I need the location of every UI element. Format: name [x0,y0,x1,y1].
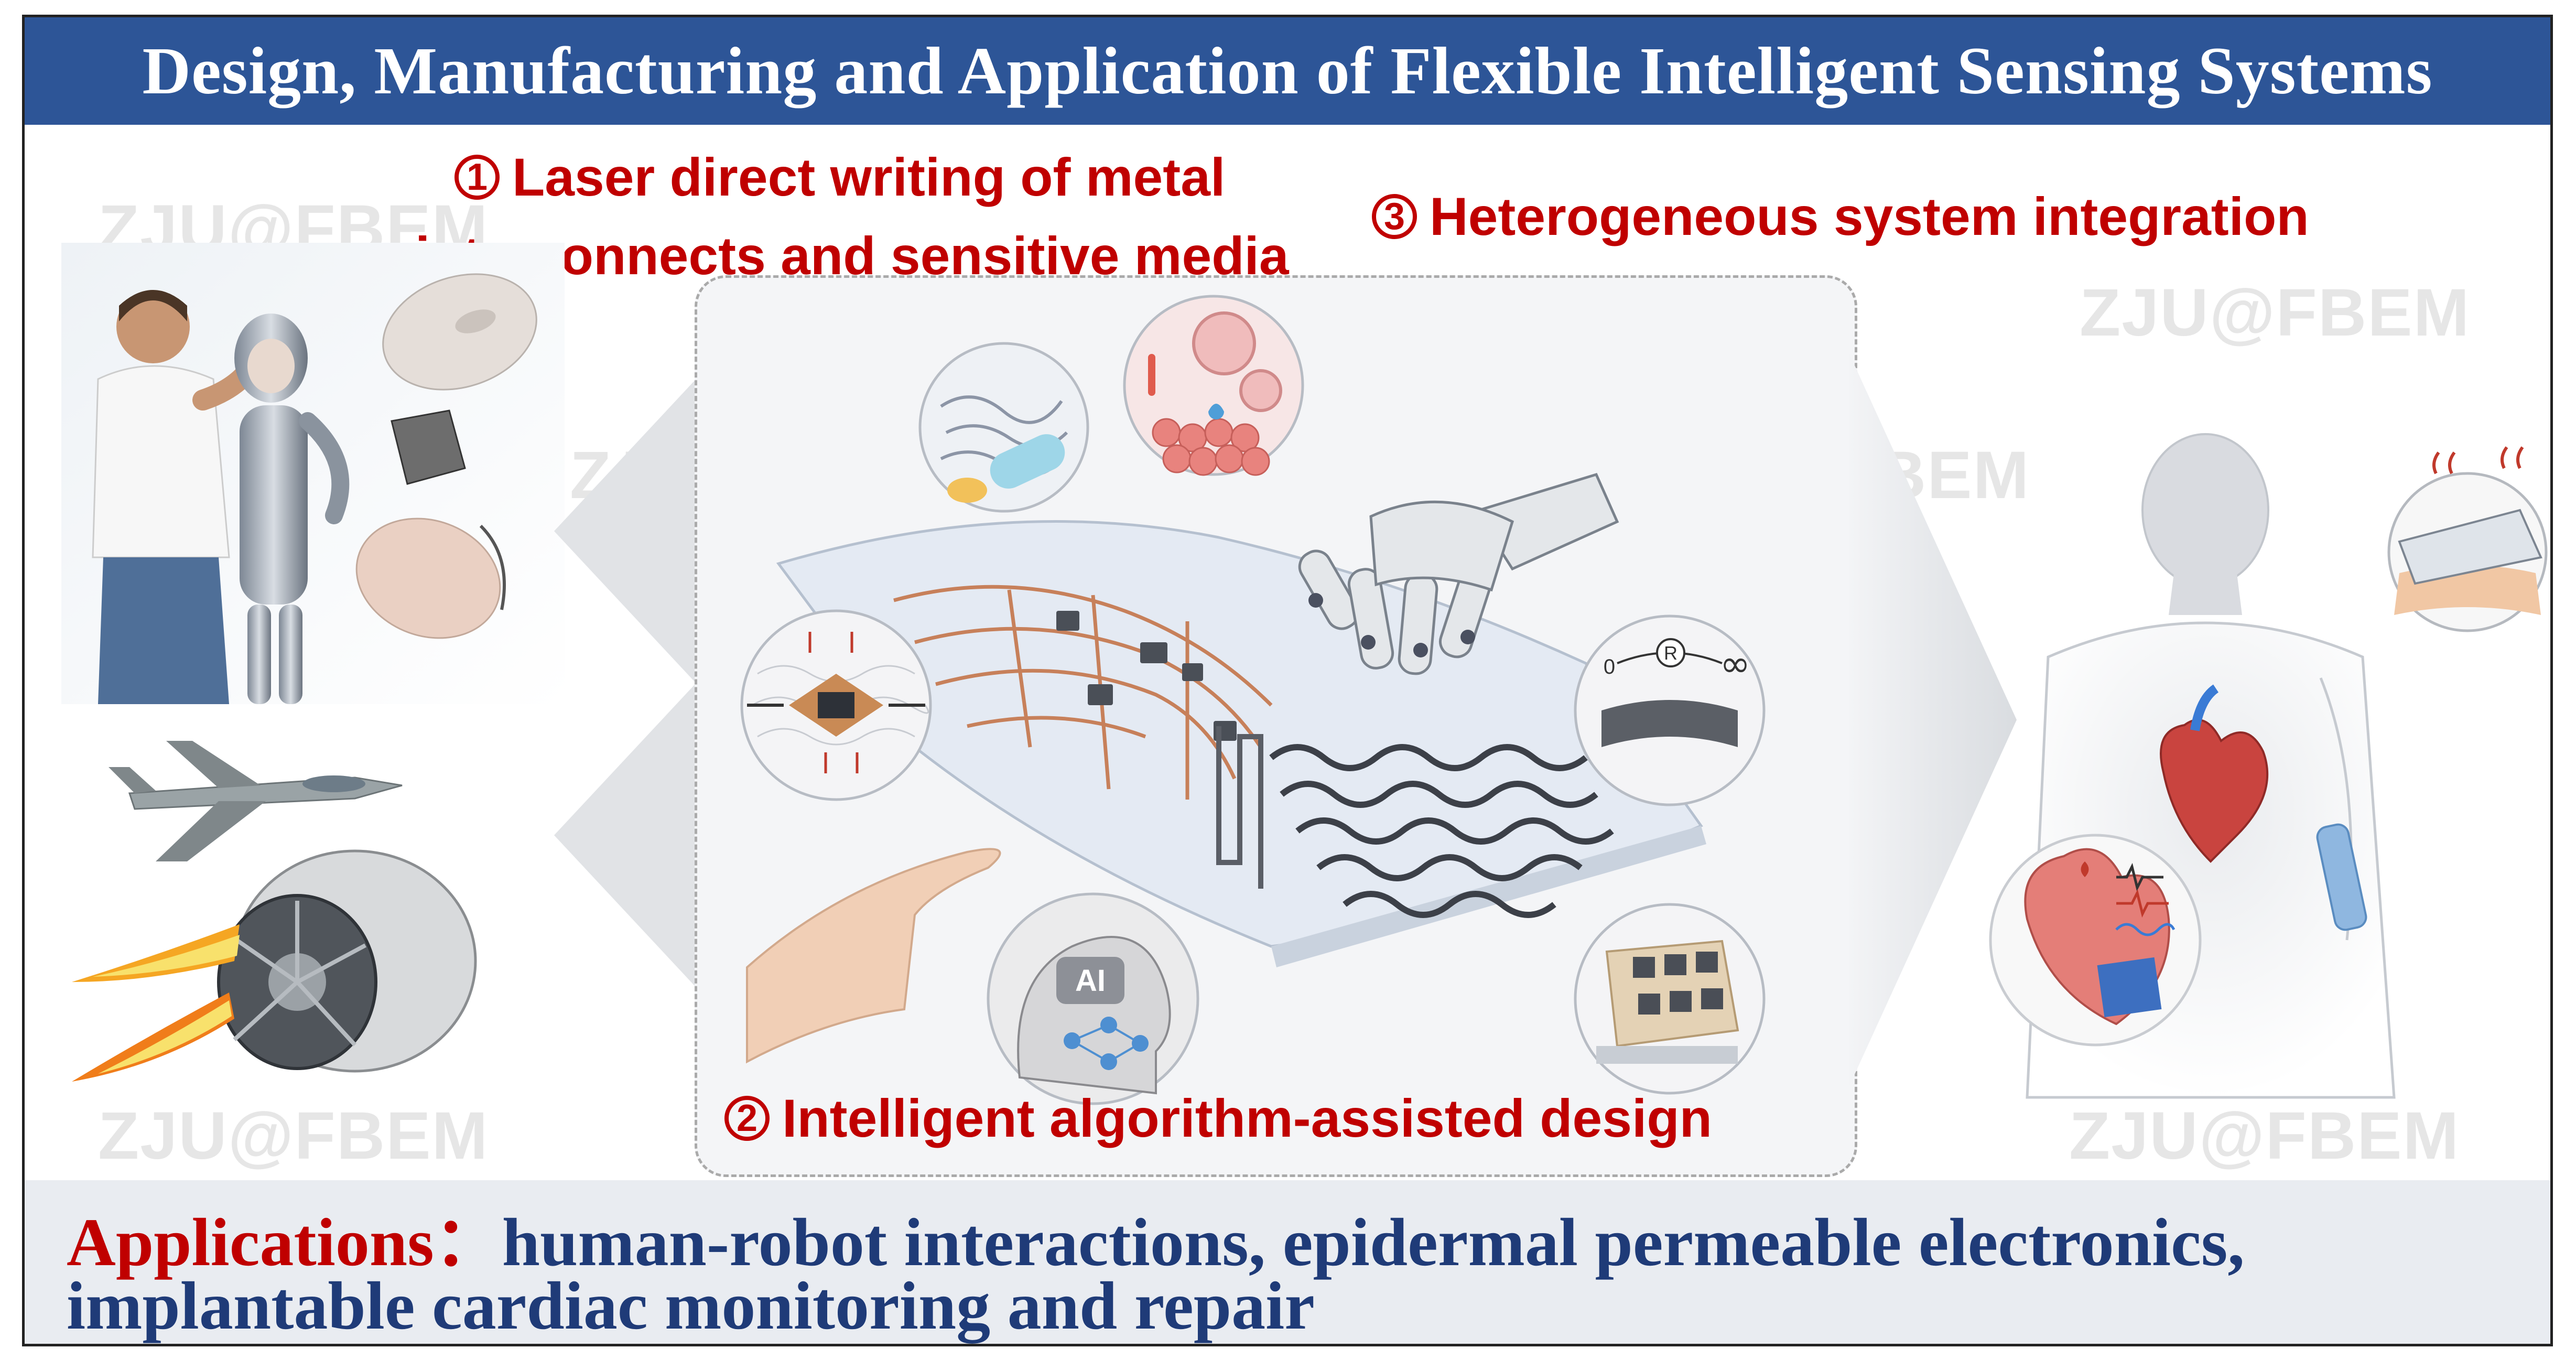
applications-line-2: implantable cardiac monitoring and repai… [67,1268,1315,1344]
resistance-label: R [1664,642,1677,664]
zero-label: 0 [1604,655,1615,678]
applications-bar: Applications：human-robot interactions, e… [25,1180,2550,1344]
watermark: ZJU@FBEM [98,1098,489,1173]
right-arrow-icon [1849,353,2017,1087]
step-1-line1: Laser direct writing of metal [512,147,1226,207]
flexible-sensing-system-illustration: R 0 ∞ AI [740,295,1766,1105]
watermark: ZJU@FBEM [2080,275,2471,350]
applications-text-1: human-robot interactions, epidermal perm… [502,1205,2245,1280]
step-2-text: Intelligent algorithm-assisted design [782,1088,1712,1148]
human-cardiac-illustration [1989,433,2548,1099]
watermark: ZJU@FBEM [2069,1098,2460,1173]
ai-label: AI [1075,964,1106,998]
figure-title: Design, Manufacturing and Application of… [142,34,2433,108]
step-1-label: 1 Laser direct writing of metal [454,141,1225,214]
title-bar: Design, Manufacturing and Application of… [25,17,2550,125]
figure-frame: Design, Manufacturing and Application of… [22,15,2553,1346]
step-3-number: 3 [1372,194,1417,240]
step-3-text: Heterogeneous system integration [1430,187,2309,246]
step-2-label: 2 Intelligent algorithm-assisted design [724,1082,1712,1155]
applications-label: Applications [67,1205,434,1280]
applications-line-1: Applications：human-robot interactions, e… [67,1186,2245,1285]
step-3-label: 3 Heterogeneous system integration [1372,180,2309,253]
aircraft-engine-illustration [72,741,477,1082]
step-2-number: 2 [724,1096,770,1141]
left-arrow-icon [554,374,701,993]
step-1-number: 1 [454,155,500,200]
applications-separator: ： [434,1205,502,1280]
human-robot-illustration [61,243,565,704]
infinity-label: ∞ [1720,642,1750,685]
